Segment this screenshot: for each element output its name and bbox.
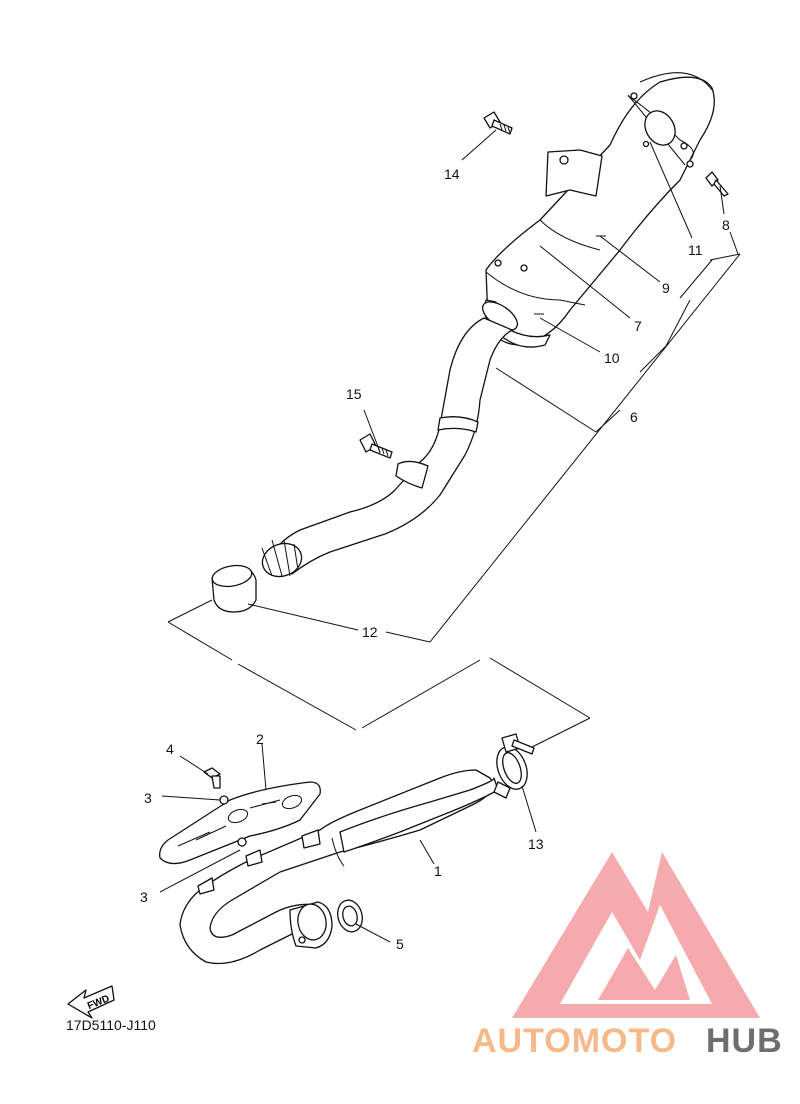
callout-13: 13 xyxy=(528,836,544,852)
diagram-code: 17D5110-J110 xyxy=(66,1017,156,1033)
callout-7: 7 xyxy=(634,318,642,334)
callout-12: 12 xyxy=(362,624,378,640)
leader-lines-upper xyxy=(167,129,741,643)
watermark-text-part1: AUTOMOTO xyxy=(472,1022,677,1060)
bolt-14 xyxy=(483,111,513,135)
callout-11: 11 xyxy=(688,242,703,258)
callout-1: 1 xyxy=(434,863,442,879)
connection-dashes xyxy=(167,621,591,749)
bolt-15 xyxy=(359,433,393,459)
callout-4: 4 xyxy=(166,741,174,757)
watermark-text: AUTOMOTO HUB xyxy=(472,1022,783,1060)
callout-6: 6 xyxy=(630,409,638,425)
muffler-assembly xyxy=(481,72,715,348)
exhaust-gasket xyxy=(337,899,363,933)
header-pipe xyxy=(179,769,499,965)
screw-8 xyxy=(705,171,729,197)
fwd-arrow-icon: FWD xyxy=(67,985,115,1019)
tail-pipe xyxy=(261,317,513,578)
joint-gasket xyxy=(211,564,257,613)
callout-2: 2 xyxy=(256,731,264,747)
callout-10: 10 xyxy=(604,350,620,366)
callout-15: 15 xyxy=(346,386,362,402)
watermark-logo xyxy=(512,852,760,1018)
bolt-4 xyxy=(203,767,221,789)
exhaust-clamp xyxy=(493,733,535,799)
callouts: 14 15 8 11 9 7 10 6 12 4 2 3 3 1 13 5 xyxy=(140,166,730,952)
watermark-text-part2: HUB xyxy=(706,1022,783,1060)
callout-8: 8 xyxy=(722,217,730,233)
callout-9: 9 xyxy=(662,280,670,296)
callout-3b: 3 xyxy=(140,889,148,905)
callout-5: 5 xyxy=(396,936,404,952)
heat-protector xyxy=(159,781,321,865)
callout-3a: 3 xyxy=(144,790,152,806)
callout-14: 14 xyxy=(444,166,460,182)
leader-lines-lower xyxy=(159,743,537,943)
